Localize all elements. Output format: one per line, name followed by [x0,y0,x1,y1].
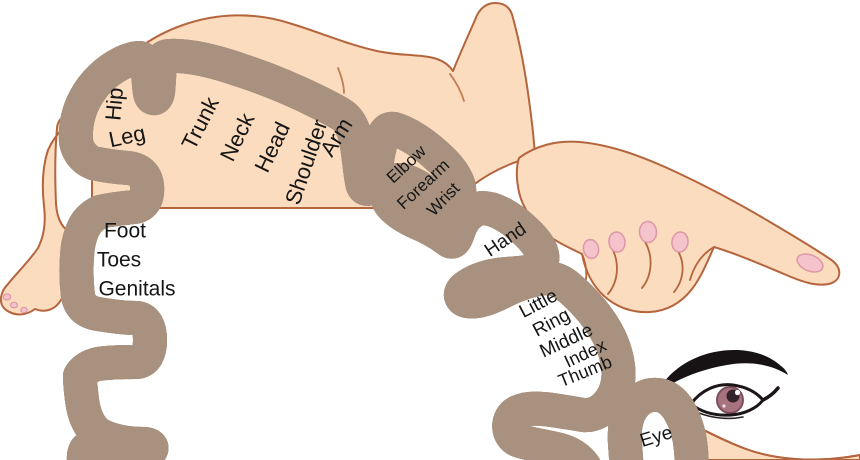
body-cheek [683,419,860,460]
label-foot: Foot [104,219,146,242]
eye-highlight [734,389,741,396]
fingernails [582,220,824,273]
eye-highlight-small [722,404,726,408]
body-hand [515,140,841,314]
label-toes: Toes [97,248,141,271]
toenails [2,293,28,314]
eye-iris-group [716,386,744,414]
cortex [76,56,692,460]
eyebrow [663,349,788,386]
label-genitals: Genitals [98,277,175,300]
label-hip: Hip [100,86,128,121]
eye-lash [761,386,780,402]
eye-lower-crease [698,412,744,420]
label-eye: Eye [638,422,675,452]
